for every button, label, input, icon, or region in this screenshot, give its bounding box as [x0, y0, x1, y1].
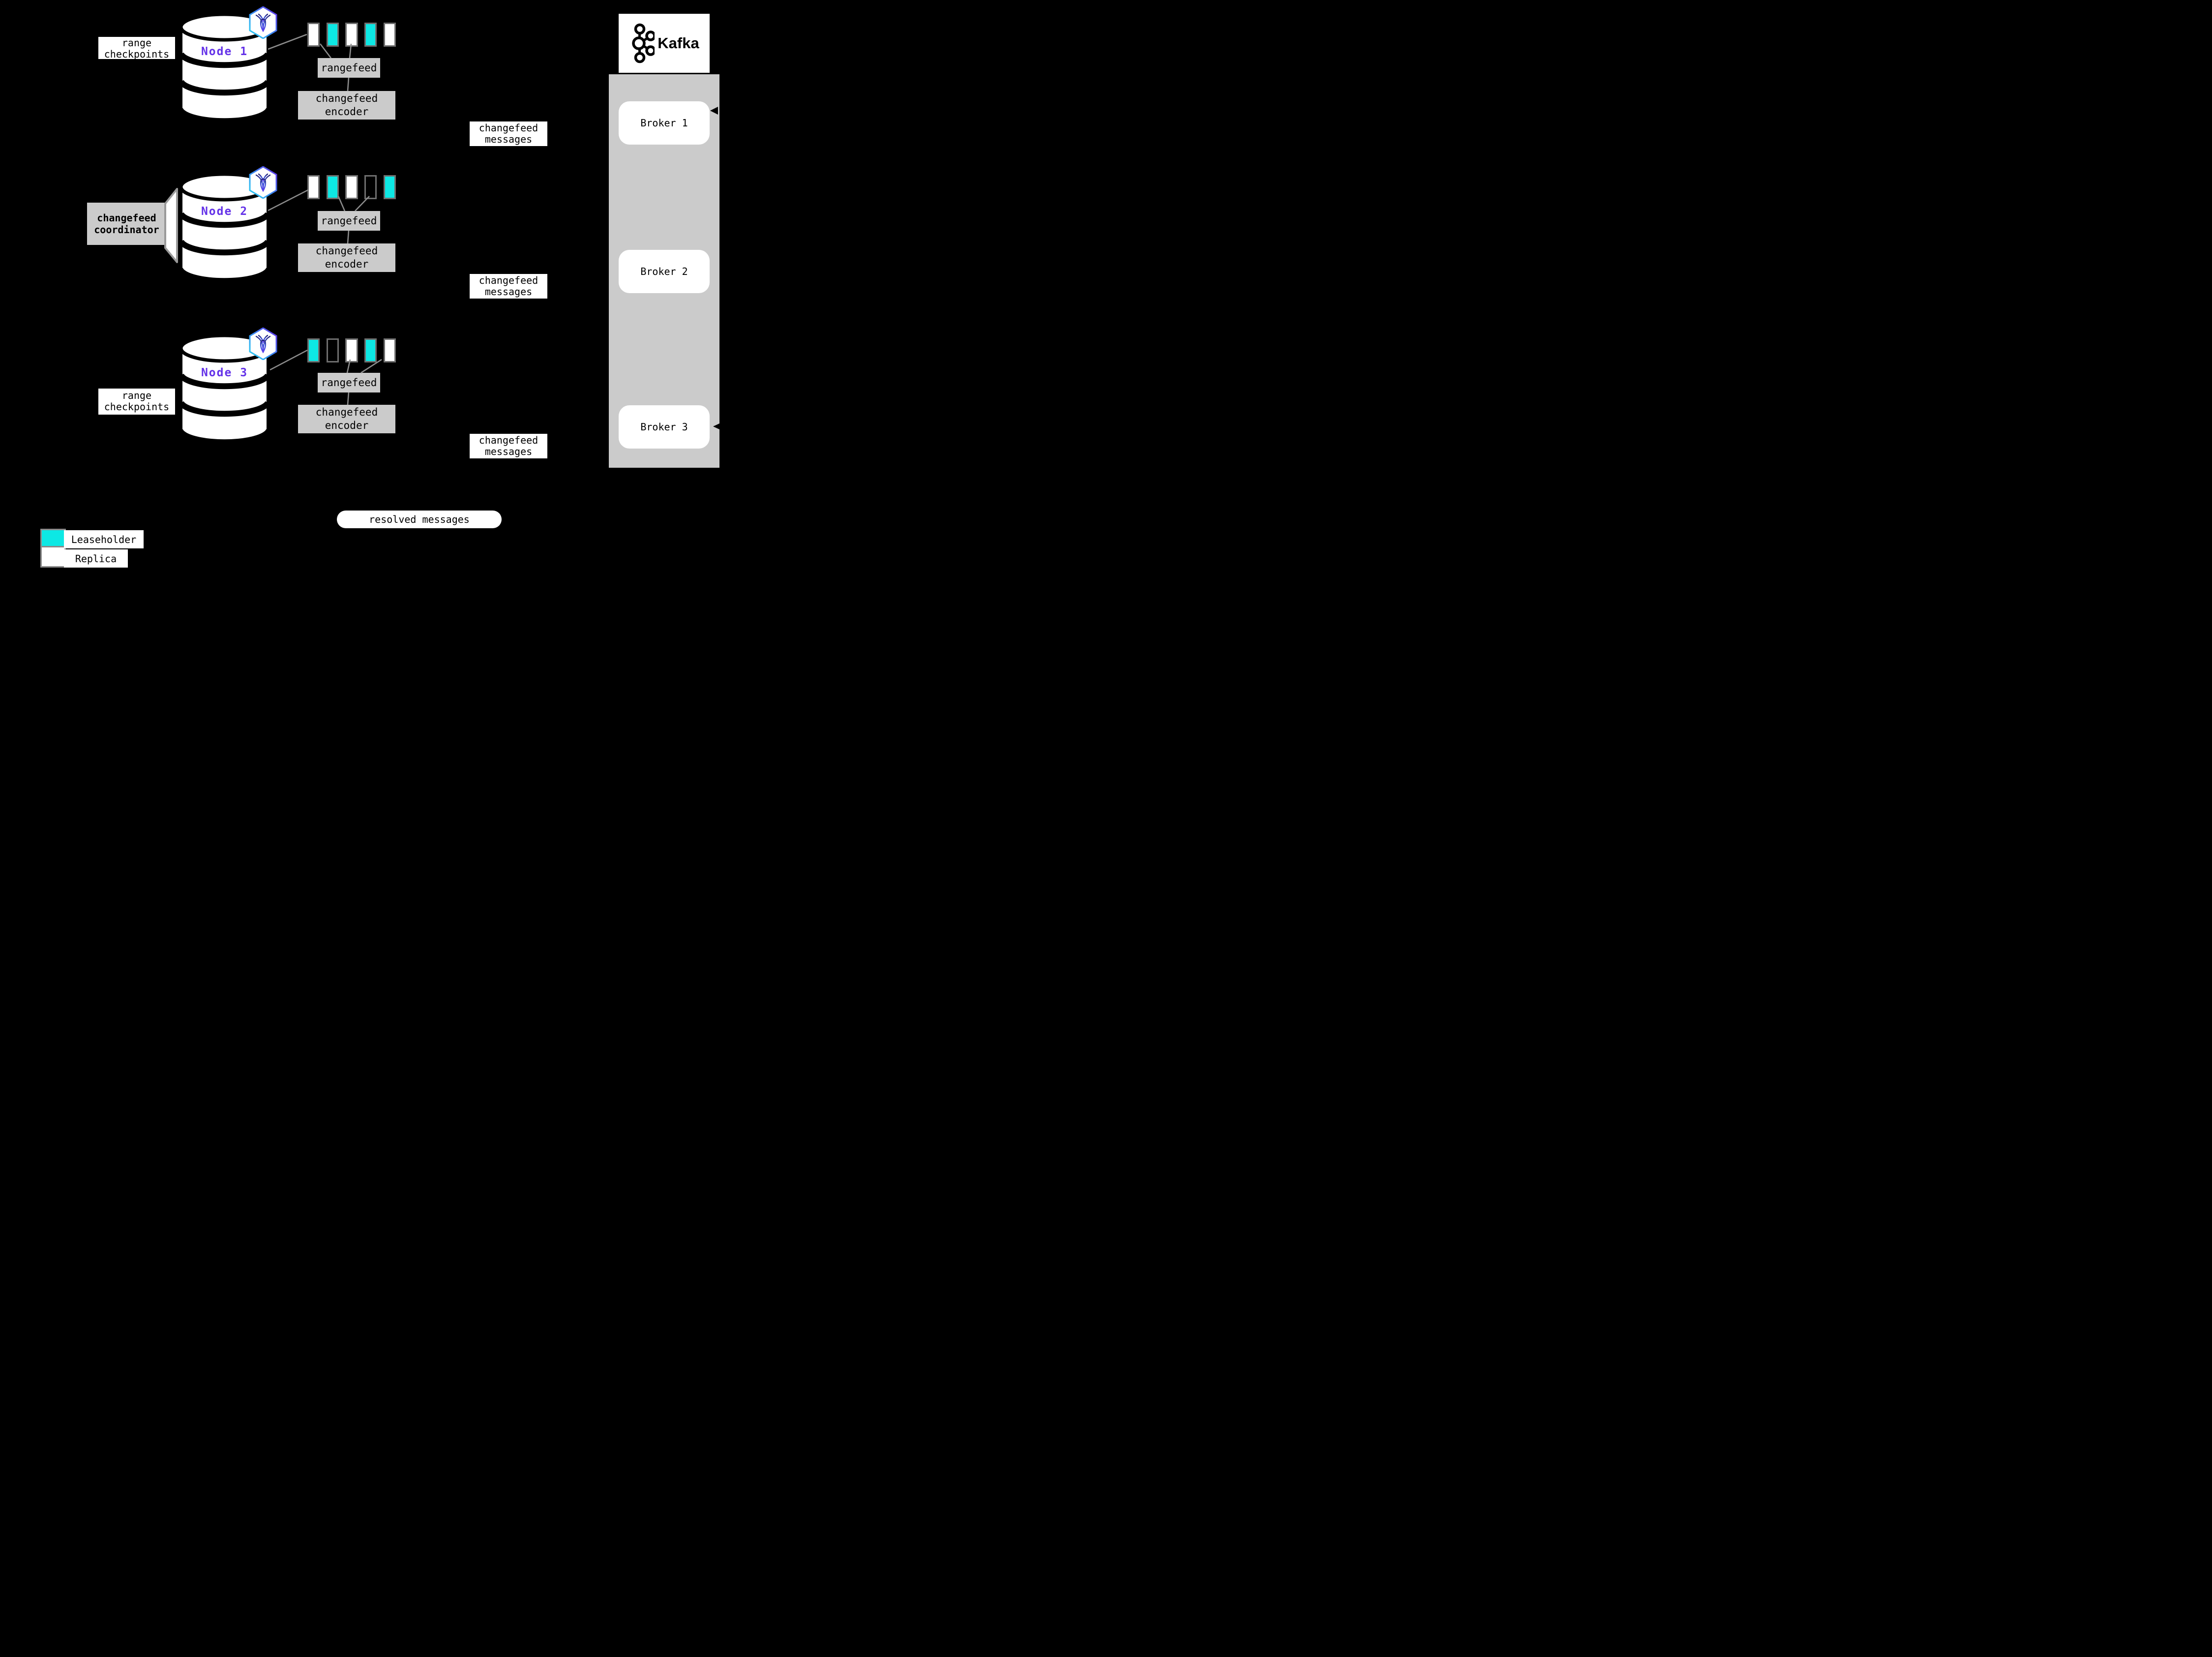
kafka-icon: [632, 23, 655, 63]
label-line: range: [121, 37, 152, 49]
legend-swatch-replica: [40, 546, 66, 568]
label-line: changefeed: [478, 122, 538, 134]
node-name-3: Node 3: [201, 366, 248, 379]
range-cell: [383, 338, 396, 362]
range-cell: [345, 175, 358, 199]
rangefeed-box-2: rangefeed: [318, 211, 380, 231]
coordinator-flag: [164, 188, 178, 263]
rangefeed-box-3: rangefeed: [318, 373, 380, 392]
label-line: changefeed: [97, 212, 156, 224]
legend-label-leaseholder: Leaseholder: [64, 530, 144, 548]
broker-3: Broker 3: [619, 405, 710, 449]
changefeed-messages-label-3: changefeed messages: [470, 434, 547, 458]
rangefeed-box-1: rangefeed: [318, 58, 380, 78]
node-cylinder-2: [179, 172, 269, 283]
range-cell: [326, 175, 339, 199]
cockroachdb-logo-icon: [249, 6, 277, 39]
label-line: coordinator: [94, 224, 159, 236]
label-line: changefeed: [315, 245, 378, 257]
label-line: changefeed: [478, 274, 538, 286]
label-line: encoder: [325, 420, 369, 431]
changefeed-encoder-box-2: changefeed encoder: [298, 243, 395, 272]
range-cell: [326, 23, 339, 47]
broker-label: Broker 3: [640, 421, 688, 433]
label-line: changefeed: [315, 406, 378, 418]
label-line: messages: [484, 446, 533, 457]
label-line: messages: [484, 133, 533, 145]
range-cell: [345, 338, 358, 362]
cockroachdb-logo-icon: [249, 166, 277, 199]
changefeed-coordinator-box: changefeed coordinator: [87, 203, 166, 245]
changefeed-encoder-box-1: changefeed encoder: [298, 91, 395, 120]
label-line: checkpoints: [104, 48, 170, 60]
kafka-wordmark: Kafka: [658, 34, 699, 52]
range-cell: [345, 23, 358, 47]
broker-1: Broker 1: [619, 101, 710, 145]
range-checkpoints-label-3: range checkpoints: [98, 389, 175, 415]
range-row-3: [307, 338, 396, 362]
label-line: Replica: [75, 552, 117, 565]
changefeed-messages-label-2: changefeed messages: [470, 274, 547, 299]
node-cylinder-1: [179, 12, 269, 123]
range-cell: [326, 338, 339, 362]
rangefeed-label: rangefeed: [321, 62, 377, 74]
range-cell: [383, 175, 396, 199]
range-cell: [364, 175, 377, 199]
legend-label-replica: Replica: [64, 549, 128, 568]
label-line: encoder: [325, 106, 369, 118]
broker-label: Broker 1: [640, 117, 688, 129]
resolved-messages-pill: resolved messages: [337, 511, 502, 528]
label-line: changefeed: [478, 434, 538, 446]
changefeed-messages-label-1: changefeed messages: [470, 121, 547, 146]
rangefeed-label: rangefeed: [321, 377, 377, 389]
broker-label: Broker 2: [640, 266, 688, 277]
range-cell: [383, 23, 396, 47]
node-name-1: Node 1: [201, 45, 248, 58]
range-checkpoints-label-1: range checkpoints: [98, 37, 175, 59]
range-cell: [307, 338, 320, 362]
changefeed-architecture-diagram: range checkpoints Node 1 rangefeed chang…: [0, 0, 771, 577]
range-cell: [307, 175, 320, 199]
resolved-messages-label: resolved messages: [369, 513, 470, 525]
range-cell: [307, 23, 320, 47]
cockroachdb-logo-icon: [249, 328, 277, 360]
node-cylinder-3: [179, 333, 269, 444]
node-name-2: Node 2: [201, 205, 248, 218]
label-line: messages: [484, 286, 533, 298]
range-cell: [364, 338, 377, 362]
label-line: changefeed: [315, 92, 378, 104]
label-line: Leaseholder: [71, 533, 137, 545]
kafka-broker-container: Broker 1 Broker 2 Broker 3: [609, 74, 719, 468]
range-row-2: [307, 175, 396, 199]
range-cell: [364, 23, 377, 47]
kafka-logo-box: Kafka: [619, 14, 710, 73]
rangefeed-label: rangefeed: [321, 215, 377, 227]
changefeed-encoder-box-3: changefeed encoder: [298, 405, 395, 433]
label-line: encoder: [325, 258, 369, 270]
label-line: range: [121, 390, 152, 401]
label-line: checkpoints: [104, 401, 170, 413]
broker-2: Broker 2: [619, 250, 710, 293]
range-row-1: [307, 23, 396, 47]
legend: Leaseholder Replica: [40, 529, 168, 569]
